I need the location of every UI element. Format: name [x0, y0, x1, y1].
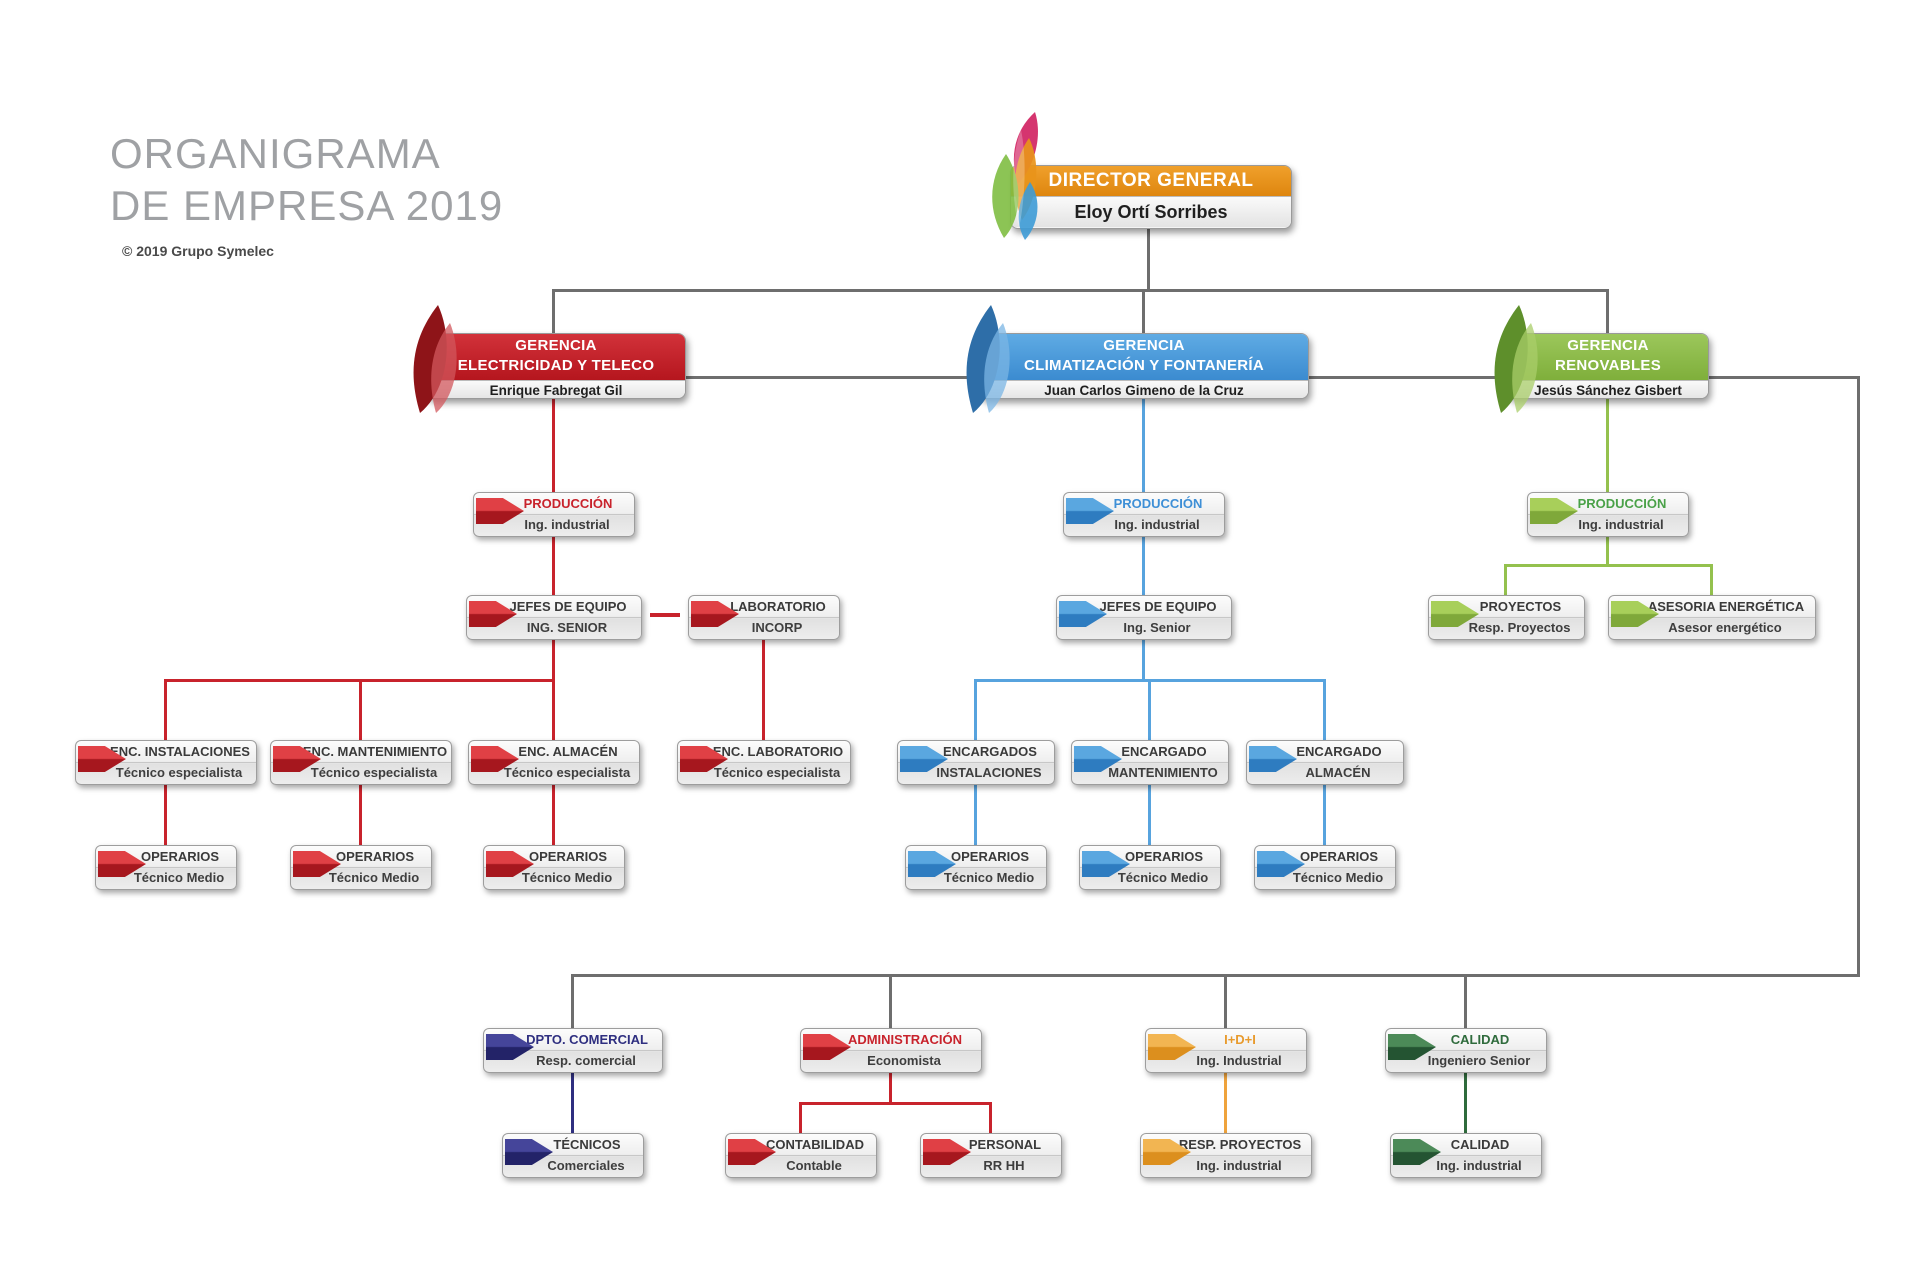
- connector-line: [552, 289, 555, 334]
- copyright-text: © 2019 Grupo Symelec: [122, 243, 274, 259]
- connector-line: [1307, 376, 1507, 379]
- connector-line: [552, 397, 555, 492]
- connector-line: [164, 679, 167, 740]
- connector-line: [1606, 535, 1609, 567]
- node-tecnicos: TÉCNICOS Comerciales: [502, 1133, 644, 1178]
- connector-line: [1142, 638, 1145, 680]
- connector-line: [1148, 783, 1151, 845]
- connector-line: [552, 535, 555, 595]
- connector-line: [1323, 679, 1326, 740]
- node-red-jefes-equipo: JEFES DE EQUIPO ING. SENIOR: [466, 595, 642, 640]
- connector-line: [1464, 1071, 1467, 1133]
- connector-line: [650, 613, 680, 617]
- connector-line: [1606, 289, 1609, 334]
- connector-line: [989, 1102, 992, 1133]
- connector-line: [1323, 783, 1326, 845]
- connector-line: [552, 783, 555, 845]
- gerencia-title-line1: GERENCIA: [1567, 337, 1649, 354]
- node-enc-mantenimiento: ENC. MANTENIMIENTO Técnico especialista: [270, 740, 452, 785]
- connector-line: [1707, 376, 1860, 379]
- gerencia-name: Juan Carlos Gimeno de la Cruz: [980, 380, 1308, 398]
- connector-line: [552, 679, 555, 740]
- connector-line: [799, 1102, 991, 1105]
- node-contabilidad: CONTABILIDAD Contable: [725, 1133, 877, 1178]
- node-blue-operarios-2: OPERARIOS Técnico Medio: [1079, 845, 1221, 890]
- node-personal: PERSONAL RR HH: [920, 1133, 1062, 1178]
- connector-line: [889, 974, 892, 1028]
- connector-line: [1224, 1071, 1227, 1133]
- node-encargado-almacen: ENCARGADO ALMACÉN: [1246, 740, 1404, 785]
- director-title: DIRECTOR GENERAL: [1011, 166, 1291, 196]
- connector-line: [1857, 376, 1860, 977]
- node-asesoria-energetica: ASESORIA ENERGÉTICA Asesor energético: [1608, 595, 1816, 640]
- connector-line: [1710, 564, 1713, 595]
- node-dpto-comercial: DPTO. COMERCIAL Resp. comercial: [483, 1028, 663, 1073]
- connector-line: [974, 679, 977, 740]
- node-enc-instalaciones: ENC. INSTALACIONES Técnico especialista: [75, 740, 257, 785]
- gerencia-title-line2: CLIMATIZACIÓN Y FONTANERÍA: [1023, 357, 1264, 374]
- node-laboratorio: LABORATORIO INCORP: [688, 595, 840, 640]
- connector-line: [571, 974, 574, 1028]
- connector-line: [1147, 228, 1150, 290]
- connector-line: [1504, 564, 1507, 595]
- node-calidad: CALIDAD Ingeniero Senior: [1385, 1028, 1547, 1073]
- node-gerencia-electricidad: GERENCIA ELECTRICIDAD Y TELECO Enrique F…: [426, 333, 686, 399]
- page-title: ORGANIGRAMA DE EMPRESA 2019: [110, 130, 504, 229]
- gerencia-title-line1: GERENCIA: [515, 337, 597, 354]
- node-encargado-mantenimiento: ENCARGADO MANTENIMIENTO: [1071, 740, 1229, 785]
- gerencia-title-line1: GERENCIA: [1103, 337, 1185, 354]
- connector-line: [1142, 289, 1145, 334]
- node-encargados-instalaciones: ENCARGADOS INSTALACIONES: [897, 740, 1055, 785]
- director-name: Eloy Ortí Sorribes: [1011, 196, 1291, 227]
- connector-line: [762, 638, 765, 740]
- connector-line: [572, 974, 1860, 977]
- node-gerencia-climatizacion: GERENCIA CLIMATIZACIÓN Y FONTANERÍA Juan…: [979, 333, 1309, 399]
- node-proyectos: PROYECTOS Resp. Proyectos: [1428, 595, 1585, 640]
- gerencia-name: Enrique Fabregat Gil: [427, 380, 685, 398]
- connector-line: [553, 289, 1609, 292]
- node-calidad-inferior: CALIDAD Ing. industrial: [1390, 1133, 1542, 1178]
- node-administracion: ADMINISTRACIÓN Economista: [800, 1028, 982, 1073]
- node-gerencia-renovables: GERENCIA RENOVABLES Jesús Sánchez Gisber…: [1507, 333, 1709, 399]
- connector-line: [684, 376, 979, 379]
- node-red-produccion: PRODUCCIÓN Ing. industrial: [473, 492, 635, 537]
- node-resp-proyectos: RESP. PROYECTOS Ing. industrial: [1140, 1133, 1312, 1178]
- connector-line: [1142, 397, 1145, 492]
- node-blue-operarios-3: OPERARIOS Técnico Medio: [1254, 845, 1396, 890]
- connector-line: [889, 1071, 892, 1104]
- connector-line: [359, 783, 362, 845]
- gerencia-name: Jesús Sánchez Gisbert: [1508, 380, 1708, 398]
- node-red-operarios-1: OPERARIOS Técnico Medio: [95, 845, 237, 890]
- gerencia-title-line2: ELECTRICIDAD Y TELECO: [457, 357, 655, 374]
- connector-line: [799, 1102, 802, 1133]
- connector-line: [974, 783, 977, 845]
- connector-line: [1224, 974, 1227, 1028]
- node-idi: I+D+I Ing. Industrial: [1145, 1028, 1307, 1073]
- connector-line: [1504, 564, 1712, 567]
- node-enc-laboratorio: ENC. LABORATORIO Técnico especialista: [677, 740, 851, 785]
- connector-line: [1148, 679, 1151, 740]
- node-blue-operarios-1: OPERARIOS Técnico Medio: [905, 845, 1047, 890]
- node-green-produccion: PRODUCCIÓN Ing. industrial: [1527, 492, 1689, 537]
- node-blue-jefes-equipo: JEFES DE EQUIPO Ing. Senior: [1056, 595, 1232, 640]
- connector-line: [1606, 397, 1609, 492]
- node-blue-produccion: PRODUCCIÓN Ing. industrial: [1063, 492, 1225, 537]
- connector-line: [1464, 974, 1467, 1028]
- connector-line: [552, 638, 555, 680]
- node-enc-almacen: ENC. ALMACÉN Técnico especialista: [468, 740, 640, 785]
- node-director-general: DIRECTOR GENERAL Eloy Ortí Sorribes: [1010, 165, 1292, 229]
- connector-line: [571, 1071, 574, 1133]
- connector-line: [1142, 535, 1145, 595]
- node-red-operarios-3: OPERARIOS Técnico Medio: [483, 845, 625, 890]
- node-red-operarios-2: OPERARIOS Técnico Medio: [290, 845, 432, 890]
- gerencia-title-line2: RENOVABLES: [1554, 357, 1662, 374]
- connector-line: [359, 679, 362, 740]
- connector-line: [164, 783, 167, 845]
